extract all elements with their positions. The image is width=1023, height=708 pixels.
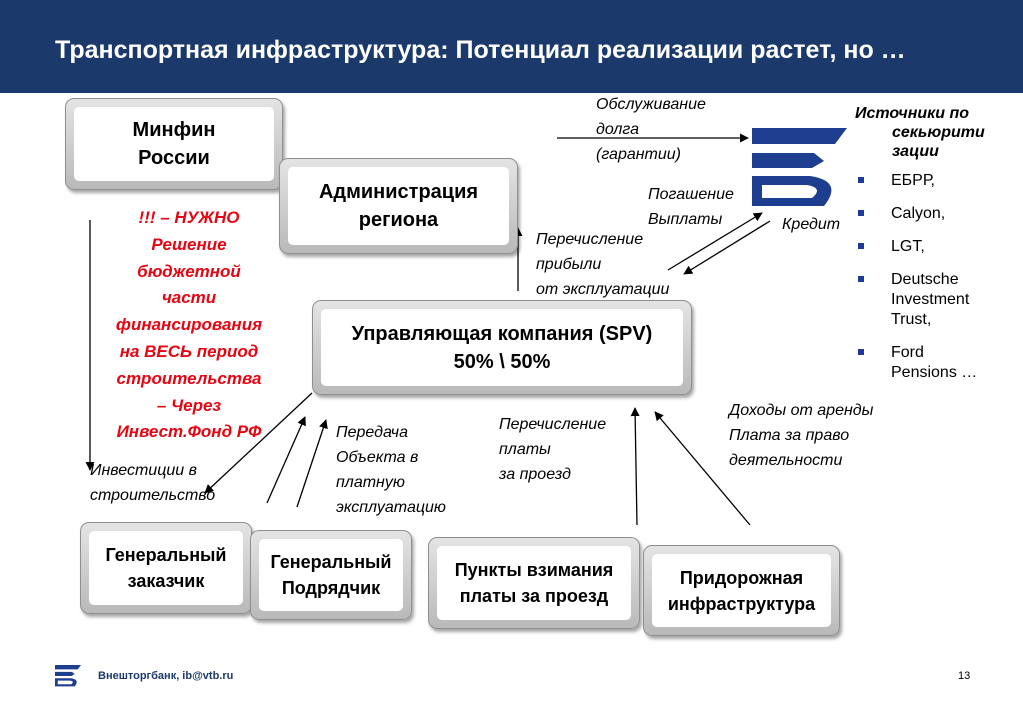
source-item: LGT, [855,237,1015,257]
label-investments: Инвестиции в строительство [90,462,216,504]
bullet-icon [858,276,864,282]
header-bar: Транспортная инфраструктура: Потенциал р… [0,0,1023,93]
footer-vtb-logo-icon [55,665,81,687]
box-region-admin: Администрация региона [279,158,518,254]
label-debt-service: Обслуживание долга (гарантии) [596,96,706,163]
box-general-customer-label: Генеральный заказчик [89,531,243,605]
label-rent-income: Доходы от аренды Плата за право деятельн… [729,402,874,469]
arrow-credit [683,220,771,275]
box-general-customer: Генеральный заказчик [80,522,252,614]
source-item: Ford Pensions … [855,343,1015,383]
securitization-sources: Источники по секьюрити зации ЕБРР, Calyo… [855,104,1015,396]
box-spv: Управляющая компания (SPV) 50% \ 50% [312,300,692,395]
label-repayment: Погашение Выплаты [648,186,734,228]
label-fee-transfer: Перечисление платы за проезд [499,416,607,483]
box-general-contractor-label: Генеральный Подрядчик [259,539,403,611]
box-minfin: Минфин России [65,98,283,190]
sources-title: Источники по секьюрити зации [855,105,985,160]
footer-contact: Внешторгбанк, ib@vtb.ru [98,670,234,682]
bullet-icon [858,349,864,355]
page-number: 13 [958,670,971,682]
label-object-transfer: Передача Объекта в платную эксплуатацию [336,424,446,516]
label-profit-transfer: Перечисление прибыли от эксплуатации [536,231,670,298]
budget-financing-note: !!! – НУЖНО Решение бюджетной части фина… [115,208,263,442]
bullet-icon [858,243,864,249]
page-title: Транспортная инфраструктура: Потенциал р… [55,36,906,64]
label-credit: Кредит [782,216,841,233]
box-region-admin-label: Администрация региона [288,167,509,245]
source-item: Deutsche Investment Trust, [855,270,1015,330]
arrow-contractor-to-spv-2 [296,419,328,508]
arrow-spv-to-customer [204,392,313,494]
box-spv-label: Управляющая компания (SPV) 50% \ 50% [321,309,683,386]
arrow-contractor-to-spv-1 [266,416,306,504]
box-toll-points: Пункты взимания платы за проезд [428,537,640,629]
source-item: ЕБРР, [855,171,1015,191]
sources-list: ЕБРР, Calyon, LGT, Deutsche Investment T… [855,171,1015,383]
arrow-repayment [667,212,763,271]
bullet-icon [858,177,864,183]
bullet-icon [858,210,864,216]
box-roadside-infrastructure: Придорожная инфраструктура [643,545,840,636]
box-toll-points-label: Пункты взимания платы за проезд [437,546,631,620]
source-item: Calyon, [855,204,1015,224]
box-roadside-infrastructure-label: Придорожная инфраструктура [652,554,831,627]
box-minfin-label: Минфин России [74,107,274,181]
vtb-logo-icon [752,128,847,206]
arrow-toll-to-spv [630,407,640,526]
box-general-contractor: Генеральный Подрядчик [250,530,412,620]
arrow-roadside-to-spv [654,411,751,526]
